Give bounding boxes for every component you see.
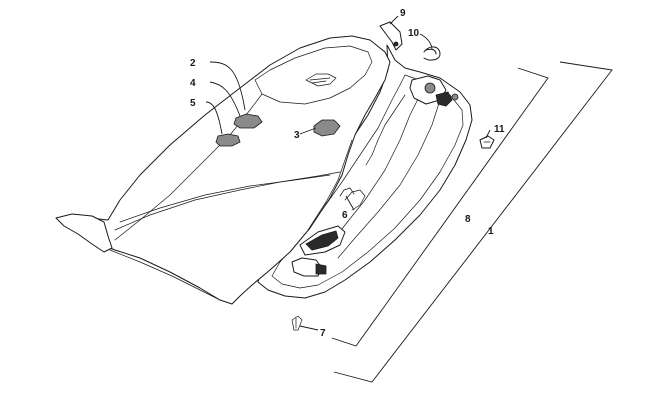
callout-4: 4	[190, 78, 196, 89]
clip-10	[423, 46, 441, 61]
callout-9: 9	[400, 8, 406, 19]
callout-11: 11	[494, 124, 505, 135]
callout-8: 8	[465, 214, 471, 225]
strap-6	[339, 187, 355, 197]
screw-7	[291, 315, 303, 331]
group-bracket-8	[331, 67, 549, 347]
callout-5: 5	[190, 98, 196, 109]
callout-6: 6	[342, 210, 348, 221]
seat-cover	[55, 35, 391, 305]
callout-7: 7	[320, 328, 326, 339]
group-bracket-1	[333, 61, 613, 383]
emblem-4	[233, 113, 263, 129]
callout-10: 10	[408, 28, 420, 39]
seat-base	[257, 44, 473, 299]
callout-3: 3	[294, 130, 300, 141]
callout-2: 2	[190, 58, 196, 69]
callout-1: 1	[488, 226, 494, 237]
emblem-5	[215, 133, 241, 147]
grip-pad-3	[313, 119, 341, 137]
leader-lines	[205, 15, 491, 331]
fastener-11	[479, 135, 495, 149]
bracket-9	[379, 21, 403, 51]
